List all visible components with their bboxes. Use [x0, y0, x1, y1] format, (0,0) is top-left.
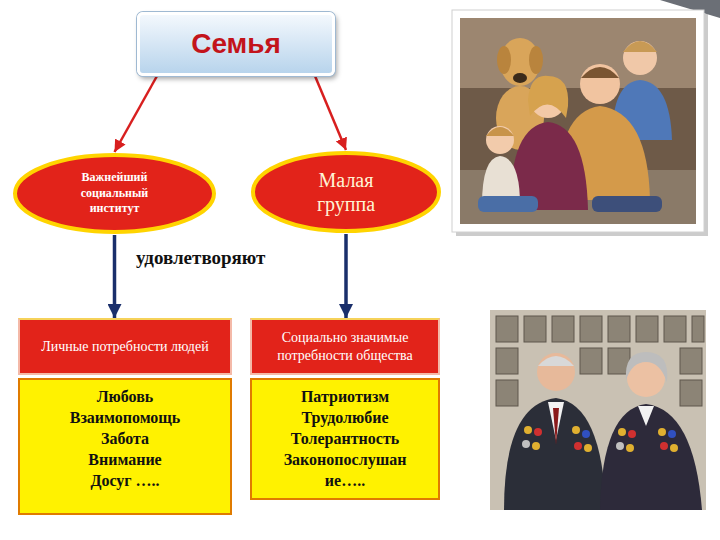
institute-ellipse: Важнейший социальный институт	[12, 152, 217, 235]
ellipse-shape	[253, 153, 439, 231]
node-text: Любовь Взаимопомощь Забота Внимание Досу…	[70, 386, 181, 492]
family-photo	[452, 10, 708, 236]
node-text: Малая группа	[317, 168, 375, 216]
title-box: Семья	[137, 12, 335, 76]
values-box: Любовь Взаимопомощь Забота Внимание Досу…	[18, 378, 232, 515]
needs-box: Социально значимые потребности общества	[250, 318, 440, 375]
medals	[522, 426, 678, 452]
arrow-connector	[344, 234, 348, 318]
node-text: Патриотизм Трудолюбие Толерантность Зако…	[284, 386, 407, 492]
node-text: Семья	[191, 28, 281, 60]
ellipse-shape	[15, 155, 214, 232]
arrow-connector	[113, 235, 117, 318]
group-ellipse: Малая группа	[250, 150, 442, 234]
node-text: Социально значимые потребности общества	[260, 329, 430, 364]
needs-box: Личные потребности людей	[18, 318, 232, 375]
node-text: Важнейший социальный институт	[69, 170, 161, 217]
values-box: Патриотизм Трудолюбие Толерантность Зако…	[250, 378, 440, 500]
node-text: Личные потребности людей	[41, 338, 208, 356]
annotation-label: удовлетворяют	[130, 246, 271, 270]
arrow-connector	[115, 76, 158, 152]
veterans-photo	[490, 310, 706, 510]
arrow-connector	[315, 76, 346, 150]
ellipse-outline	[250, 150, 442, 234]
